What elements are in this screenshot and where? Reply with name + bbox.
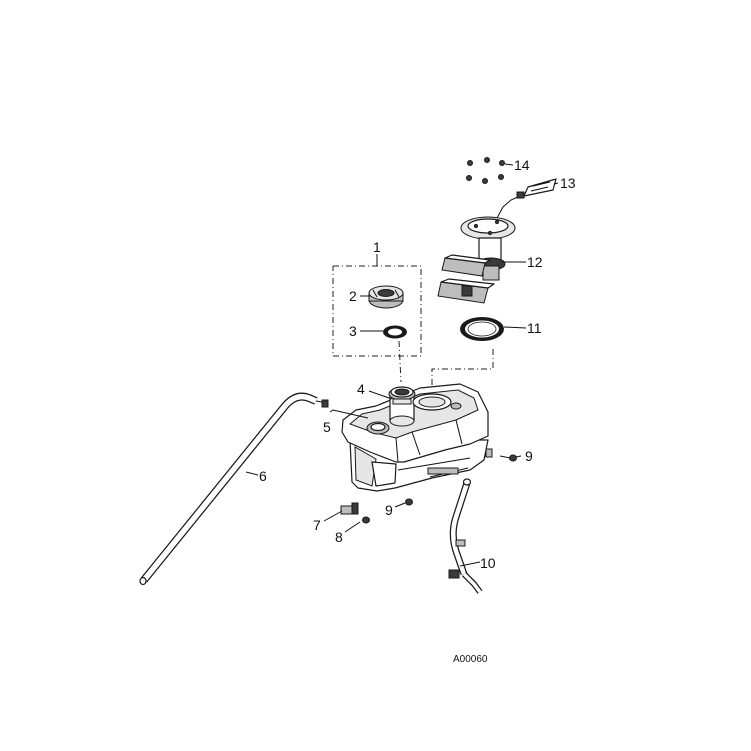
cover-part-13: [523, 178, 557, 197]
bolt-part-9-lower: [405, 498, 413, 506]
callout-5: 5: [323, 419, 331, 435]
bolt-part-9-right: [499, 454, 517, 462]
fuel-tank-body: [341, 383, 493, 492]
callout-10: 10: [480, 555, 496, 571]
callout-6: 6: [259, 468, 267, 484]
clip-part-5: [315, 399, 329, 408]
callout-1: 1: [373, 239, 381, 255]
callout-14: 14: [514, 157, 530, 173]
callout-3: 3: [349, 323, 357, 339]
callout-12: 12: [527, 254, 543, 270]
callout-9-lower: 9: [385, 502, 393, 518]
fuel-hose-part-10: [448, 478, 483, 594]
callout-13: 13: [560, 175, 576, 191]
callout-2: 2: [349, 288, 357, 304]
breather-hose-part-6: [139, 392, 318, 586]
callout-9-right: 9: [525, 448, 533, 464]
callout-7: 7: [313, 517, 321, 533]
nut-part-8: [362, 516, 370, 524]
seal-ring-part-11: [460, 317, 504, 341]
cap-assembly-group-1: [332, 265, 422, 357]
fuel-pump-part-12: [437, 191, 525, 304]
screws-part-14: [466, 157, 505, 184]
callout-4: 4: [357, 381, 365, 397]
callout-8: 8: [335, 529, 343, 545]
figure-code: A00060: [453, 654, 488, 665]
bracket-part-7: [340, 502, 359, 515]
callout-11: 11: [527, 320, 542, 336]
